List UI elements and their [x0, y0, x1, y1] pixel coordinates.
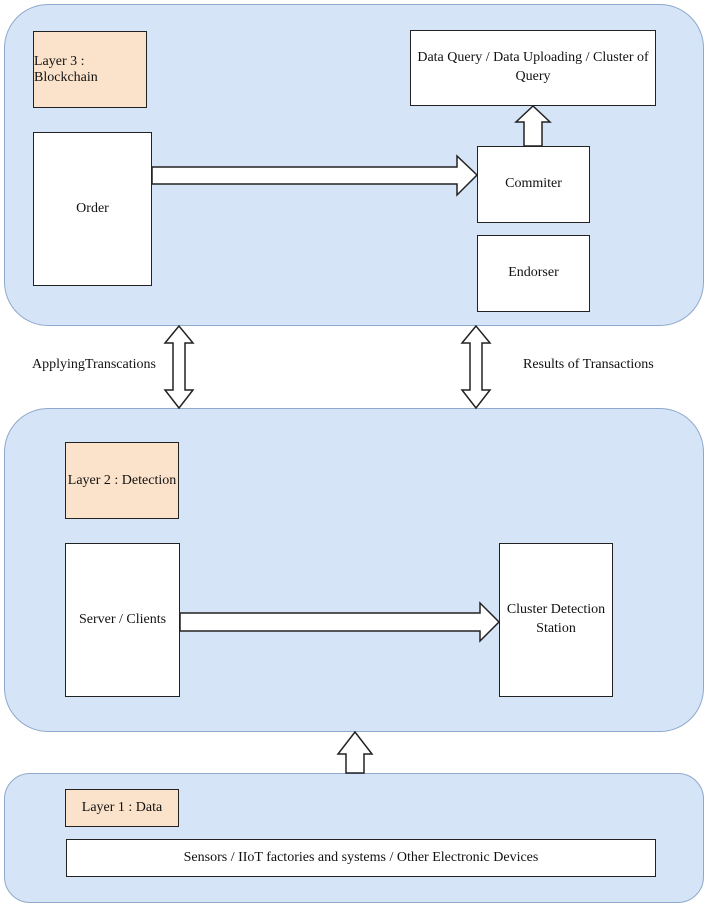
- order-box: Order: [33, 132, 152, 286]
- layer-3-title: Layer 3 : Blockchain: [33, 31, 147, 108]
- query-box: Data Query / Data Uploading / Cluster of…: [410, 30, 656, 106]
- cluster-detection-station-box: Cluster Detection Station: [499, 543, 613, 697]
- applying-transactions-double-arrow: [163, 324, 195, 410]
- layer-1-title: Layer 1 : Data: [65, 789, 179, 827]
- results-of-transactions-label: Results of Transactions: [523, 357, 654, 372]
- server-clients-box: Server / Clients: [65, 543, 180, 697]
- layer-2-title: Layer 2 : Detection: [65, 442, 179, 519]
- endorser-box: Endorser: [477, 235, 590, 312]
- results-transactions-double-arrow: [460, 324, 492, 410]
- data-to-detection-arrow: [336, 730, 374, 774]
- commiter-box: Commiter: [477, 146, 590, 223]
- devices-box: Sensors / IIoT factories and systems / O…: [66, 839, 656, 877]
- applying-transactions-label: ApplyingTranscations: [32, 357, 156, 372]
